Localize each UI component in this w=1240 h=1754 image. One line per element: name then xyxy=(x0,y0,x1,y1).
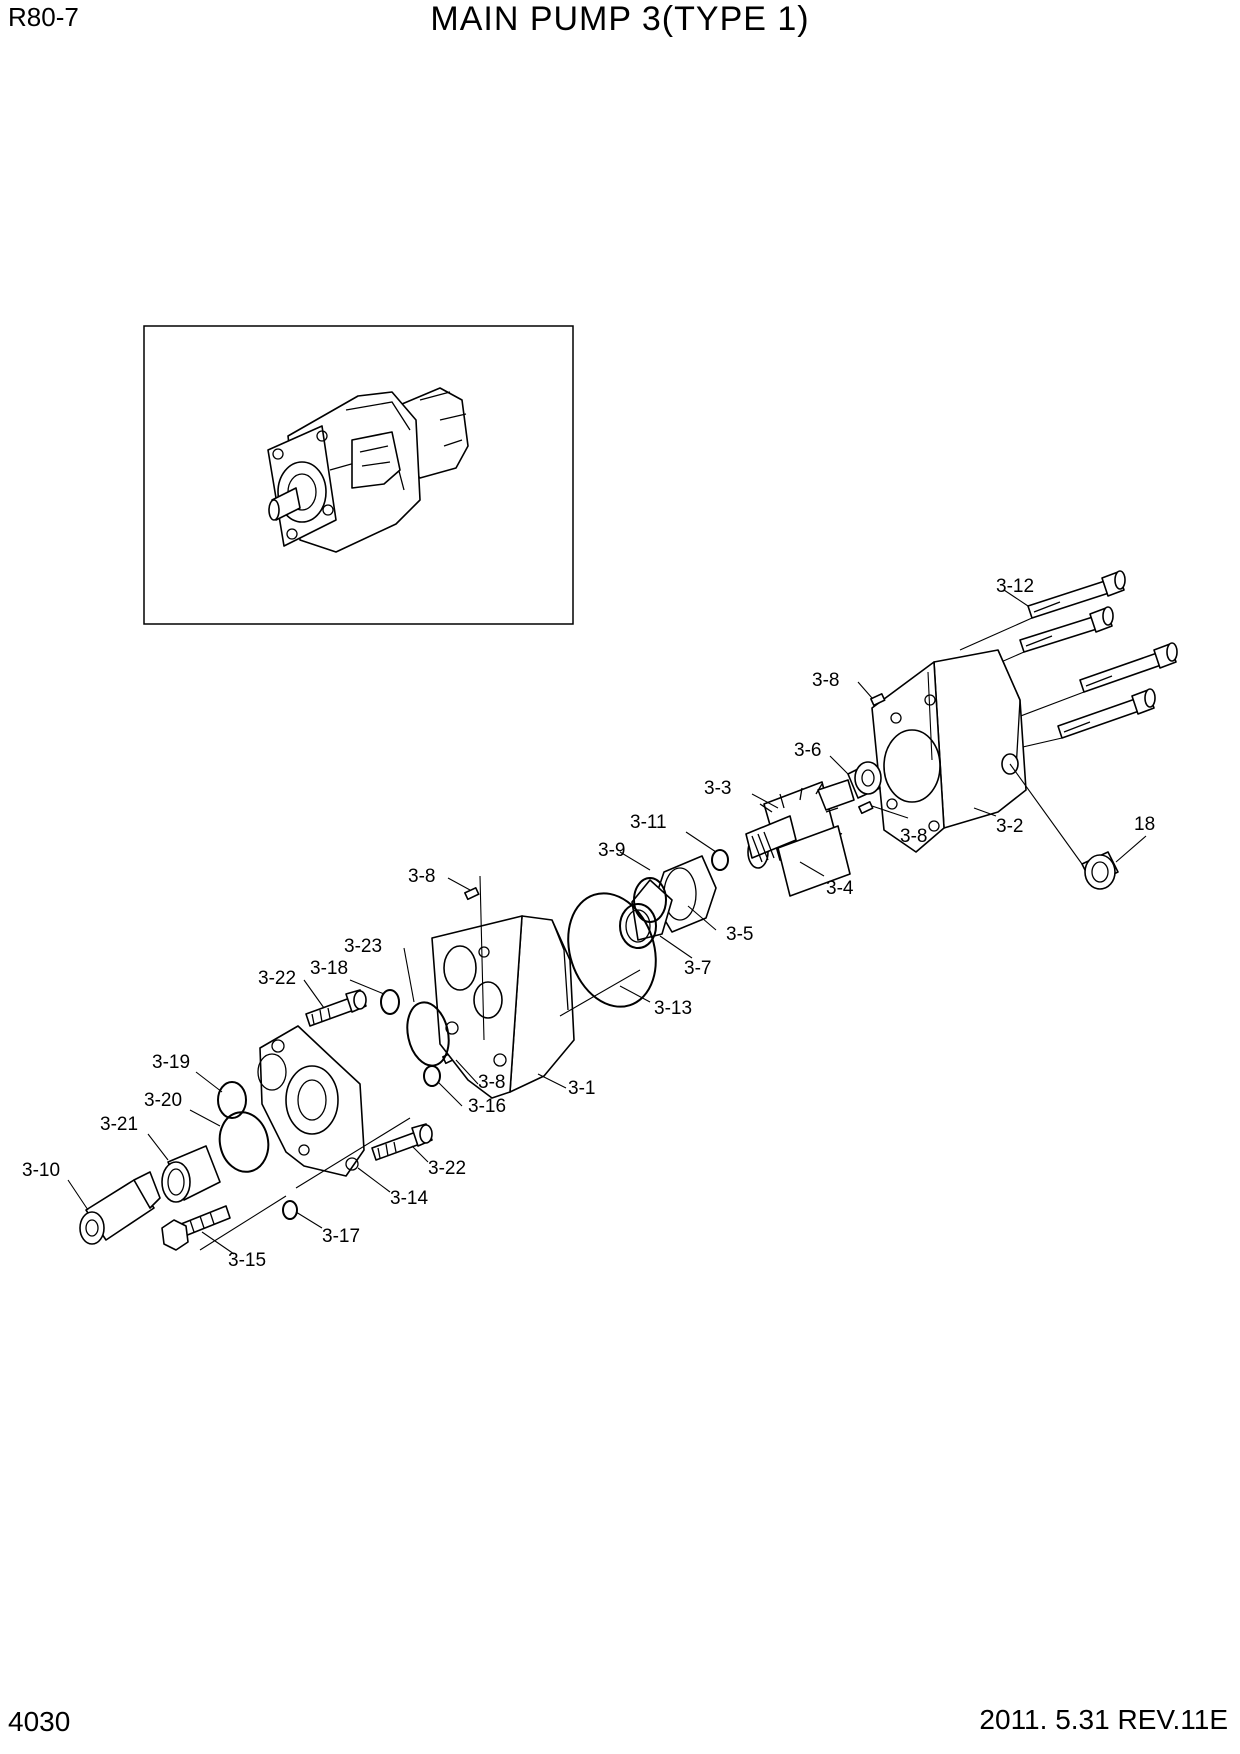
callout-3-8-low: 3-8 xyxy=(478,1072,505,1093)
ring-3-18 xyxy=(380,989,400,1015)
callout-3-14: 3-14 xyxy=(390,1188,428,1209)
callout-3-4: 3-4 xyxy=(826,878,854,899)
callout-3-23: 3-23 xyxy=(344,936,382,957)
ring-3-16 xyxy=(423,1065,441,1087)
page-title: MAIN PUMP 3(TYPE 1) xyxy=(430,0,810,38)
o-ring-3-13 xyxy=(567,892,657,1008)
pump-body xyxy=(431,915,575,1099)
callout-3-11: 3-11 xyxy=(630,812,667,833)
callout-3-20: 3-20 xyxy=(144,1090,182,1111)
callout-3-6: 3-6 xyxy=(794,740,821,761)
assembled-pump-illustration xyxy=(267,387,469,553)
sleeve xyxy=(161,1145,221,1203)
rear-cover xyxy=(871,649,1027,853)
callout-3-1: 3-1 xyxy=(568,1078,595,1099)
ring-3-17 xyxy=(282,1200,298,1220)
revision-date: 2011. 5.31 REV.11E xyxy=(979,1704,1228,1735)
ring-3-19 xyxy=(217,1081,247,1119)
gear-set xyxy=(745,779,855,897)
assembly-inset xyxy=(143,325,574,625)
ring-3-23 xyxy=(406,1001,450,1067)
seal-plate-set xyxy=(619,855,717,949)
callout-3-21: 3-21 xyxy=(100,1114,138,1135)
socket-bolts xyxy=(305,989,433,1161)
callout-3-19: 3-19 xyxy=(152,1052,190,1073)
front-flange xyxy=(257,1025,365,1177)
callout-3-3: 3-3 xyxy=(704,778,731,799)
callout-3-16: 3-16 xyxy=(468,1096,506,1117)
callout-3-15: 3-15 xyxy=(228,1250,266,1271)
ring-3-11 xyxy=(711,849,729,871)
long-bolts xyxy=(959,570,1178,751)
callout-3-8-top: 3-8 xyxy=(812,670,839,691)
callout-3-22-top: 3-22 xyxy=(258,968,296,989)
exploded-parts xyxy=(79,570,1178,1251)
page-number: 4030 xyxy=(8,1706,71,1737)
model-number: R80-7 xyxy=(8,2,79,32)
callout-3-12: 3-12 xyxy=(996,576,1034,597)
bushing xyxy=(847,761,882,799)
callout-3-9: 3-9 xyxy=(598,840,625,861)
plug xyxy=(1081,851,1119,890)
callout-3-10: 3-10 xyxy=(22,1160,60,1181)
leader-lines xyxy=(67,589,1147,1255)
callout-3-13: 3-13 xyxy=(654,998,692,1019)
callout-3-17: 3-17 xyxy=(322,1226,360,1247)
callout-3-18: 3-18 xyxy=(310,958,348,979)
hex-bolt xyxy=(161,1205,231,1251)
callout-18: 18 xyxy=(1134,814,1155,835)
coupling xyxy=(79,1171,161,1245)
callout-3-7: 3-7 xyxy=(684,958,711,979)
callout-3-2: 3-2 xyxy=(996,816,1023,837)
callout-3-8-right: 3-8 xyxy=(900,826,927,847)
callout-labels: 3-12 3-8 3-6 3-3 3-8 3-2 18 3-11 3-9 3-4… xyxy=(22,576,1155,1271)
callout-3-5: 3-5 xyxy=(726,924,753,945)
callout-3-22-low: 3-22 xyxy=(428,1158,466,1179)
ring-3-20 xyxy=(218,1111,270,1173)
callout-3-8-mid: 3-8 xyxy=(408,866,435,887)
